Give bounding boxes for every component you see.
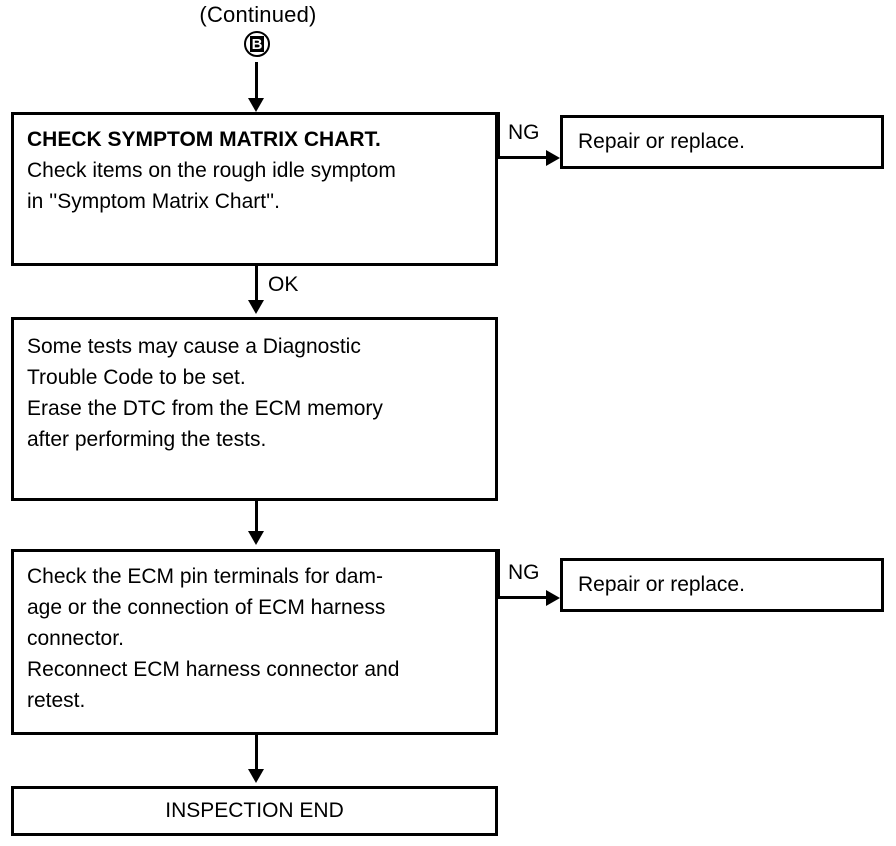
node-check-symptom-matrix-chart-text: CHECK SYMPTOM MATRIX CHART. Check items … [27,128,396,213]
node-erase-dtc-text: Some tests may cause a Diagnostic Troubl… [27,335,383,451]
arrow-head-down-icon [248,300,264,314]
node-inspection-end[interactable]: INSPECTION END [11,786,498,836]
node-erase-dtc[interactable]: Some tests may cause a Diagnostic Troubl… [11,317,498,501]
node-repair-or-replace-1-text: Repair or replace. [578,130,745,153]
edge-label-ng-2: NG [508,561,540,584]
arrow-shaft-horizontal [497,596,549,599]
arrow-head-right-icon [546,150,560,166]
node-check-symptom-matrix-chart[interactable]: CHECK SYMPTOM MATRIX CHART. Check items … [11,112,498,266]
arrow-shaft-vertical [497,112,500,158]
arrow-head-down-icon [248,769,264,783]
arrow-shaft [255,501,258,533]
node-inspection-end-text: INSPECTION END [165,799,344,822]
node-repair-or-replace-2-text: Repair or replace. [578,573,745,596]
arrow-head-right-icon [546,590,560,606]
edge-label-ok: OK [268,273,299,296]
circled-connector-b-icon: B [244,31,270,57]
arrow-shaft-vertical [497,549,500,597]
arrow-shaft-horizontal [497,156,549,159]
node-repair-or-replace-2[interactable]: Repair or replace. [560,558,884,612]
arrow-shaft [255,62,258,100]
arrow-shaft [255,735,258,771]
continued-label: (Continued) [199,2,317,27]
arrow-head-down-icon [248,98,264,112]
edge-label-ng-1: NG [508,121,540,144]
node-check-ecm-pin-terminals-text: Check the ECM pin terminals for dam- age… [27,565,400,712]
connector-badge-letter: B [249,36,265,53]
arrow-head-down-icon [248,531,264,545]
node-repair-or-replace-1[interactable]: Repair or replace. [560,115,884,169]
node-check-ecm-pin-terminals[interactable]: Check the ECM pin terminals for dam- age… [11,549,498,735]
arrow-shaft [255,266,258,302]
